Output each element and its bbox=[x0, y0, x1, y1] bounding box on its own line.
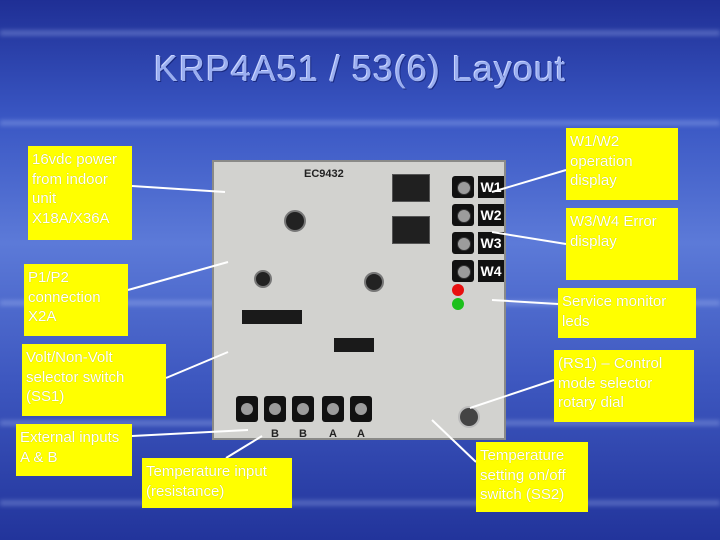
relay bbox=[392, 216, 430, 244]
leader-line bbox=[131, 429, 249, 437]
callout-ss2-switch: Temperature setting on/off switch (SS2) bbox=[476, 442, 588, 512]
terminal-screw bbox=[236, 396, 258, 422]
callout-service-leds: Service monitor leds bbox=[558, 288, 696, 338]
callout-external-inputs: External inputs A & B bbox=[16, 424, 132, 476]
terminal-screw bbox=[322, 396, 344, 422]
callout-rs1-rotary-dial: (RS1) – Control mode selector rotary dia… bbox=[554, 350, 694, 422]
callout-power-input: 16vdc power from indoor unit X18A/X36A bbox=[28, 146, 132, 240]
board-id: EC9432 bbox=[304, 168, 344, 180]
terminal-label-b: B bbox=[271, 428, 279, 440]
leader-line bbox=[131, 185, 226, 193]
terminal-screw bbox=[264, 396, 286, 422]
circuit-board: EC9432 W1 W2 W3 W4 B B A A bbox=[212, 160, 506, 440]
callout-temperature-input: Temperature input (resistance) bbox=[142, 458, 292, 508]
service-led-red bbox=[452, 284, 464, 296]
terminal-screw bbox=[452, 260, 474, 282]
leader-line bbox=[225, 435, 263, 459]
terminal-screw bbox=[350, 396, 372, 422]
capacitor bbox=[254, 270, 272, 288]
callout-w1w2-display: W1/W2 operation display bbox=[566, 128, 678, 200]
leader-line bbox=[491, 231, 567, 245]
leader-line bbox=[491, 299, 559, 305]
leader-line bbox=[491, 169, 567, 193]
terminal-label-b: B bbox=[299, 428, 307, 440]
streak bbox=[0, 500, 720, 506]
callout-p1p2-connection: P1/P2 connection X2A bbox=[24, 264, 128, 336]
terminal-label-a: A bbox=[357, 428, 365, 440]
leader-line bbox=[165, 351, 229, 379]
service-led-green bbox=[452, 298, 464, 310]
leader-line bbox=[431, 419, 477, 463]
leader-line bbox=[127, 261, 229, 291]
capacitor bbox=[284, 210, 306, 232]
ic-chip bbox=[242, 310, 302, 324]
callout-w3w4-error: W3/W4 Error display bbox=[566, 208, 678, 280]
terminal-label-w2: W2 bbox=[478, 204, 504, 226]
callout-volt-selector: Volt/Non-Volt selector switch (SS1) bbox=[22, 344, 166, 416]
rotary-dial bbox=[458, 406, 480, 428]
terminal-screw bbox=[292, 396, 314, 422]
capacitor bbox=[364, 272, 384, 292]
terminal-label-w3: W3 bbox=[478, 232, 504, 254]
terminal-label-a: A bbox=[329, 428, 337, 440]
relay bbox=[392, 174, 430, 202]
streak bbox=[0, 120, 720, 126]
ic-chip bbox=[334, 338, 374, 352]
terminal-screw bbox=[452, 232, 474, 254]
slide-title: KRP4A51 / 53(6) Layout bbox=[153, 48, 567, 89]
streak bbox=[0, 30, 720, 36]
leader-line bbox=[469, 379, 555, 409]
terminal-screw bbox=[452, 176, 474, 198]
terminal-screw bbox=[452, 204, 474, 226]
terminal-label-w4: W4 bbox=[478, 260, 504, 282]
